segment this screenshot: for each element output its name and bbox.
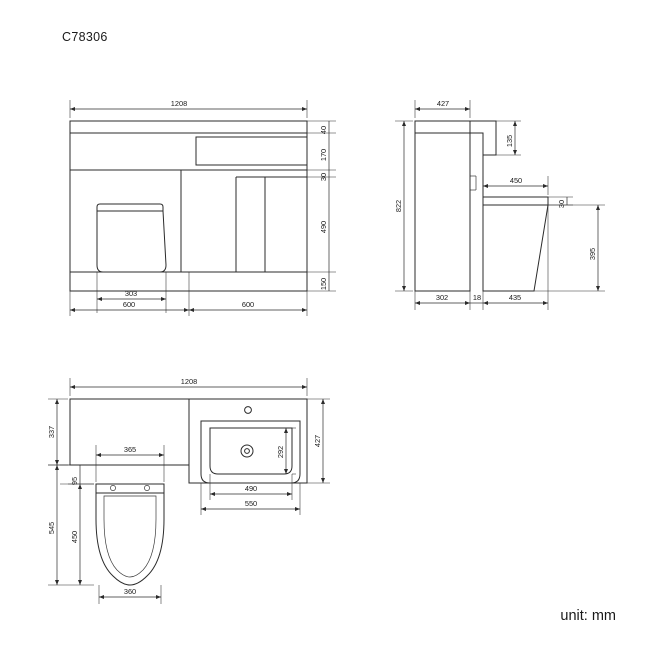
front-elevation-dimensions: 1208 40 170 30 490 150 303 <box>69 99 336 316</box>
dim-plan-292: 292 <box>276 446 285 458</box>
dim-side-302: 302 <box>436 293 448 302</box>
dim-front-40: 40 <box>319 126 328 134</box>
side-elevation-dimensions: 427 135 822 450 30 <box>394 99 605 310</box>
plan-view-dimensions: 1208 337 427 365 9 <box>47 377 330 604</box>
dim-side-435: 435 <box>509 293 521 302</box>
dim-front-170: 170 <box>319 149 328 161</box>
dim-front-600-right: 600 <box>242 300 254 309</box>
dim-plan-450: 450 <box>70 531 79 543</box>
unit-note: unit: mm <box>560 608 616 624</box>
page-title: C78306 <box>62 30 108 44</box>
dim-front-1208: 1208 <box>171 99 187 108</box>
dim-side-427: 427 <box>437 99 449 108</box>
side-elevation-geometry <box>414 120 549 292</box>
dim-side-18: 18 <box>473 293 481 302</box>
dim-plan-427: 427 <box>313 435 322 447</box>
dim-plan-490: 490 <box>245 484 257 493</box>
dim-plan-337: 337 <box>47 426 56 438</box>
dim-front-490: 490 <box>319 221 328 233</box>
dim-side-822: 822 <box>394 200 403 212</box>
dim-plan-545: 545 <box>47 522 56 534</box>
dim-side-135: 135 <box>505 135 514 147</box>
dim-front-600-left: 600 <box>123 300 135 309</box>
front-elevation-geometry <box>69 120 308 292</box>
dim-plan-365: 365 <box>124 445 136 454</box>
dim-plan-95: 95 <box>70 477 79 485</box>
plan-view-geometry <box>69 398 308 586</box>
dim-plan-1208: 1208 <box>181 377 197 386</box>
dim-front-30: 30 <box>319 173 328 181</box>
dim-front-303: 303 <box>125 289 137 298</box>
dim-side-395: 395 <box>588 248 597 260</box>
dim-front-150: 150 <box>319 278 328 290</box>
dim-plan-360: 360 <box>124 587 136 596</box>
dim-side-30: 30 <box>557 200 566 208</box>
dim-plan-550: 550 <box>245 499 257 508</box>
dim-side-450: 450 <box>510 176 522 185</box>
